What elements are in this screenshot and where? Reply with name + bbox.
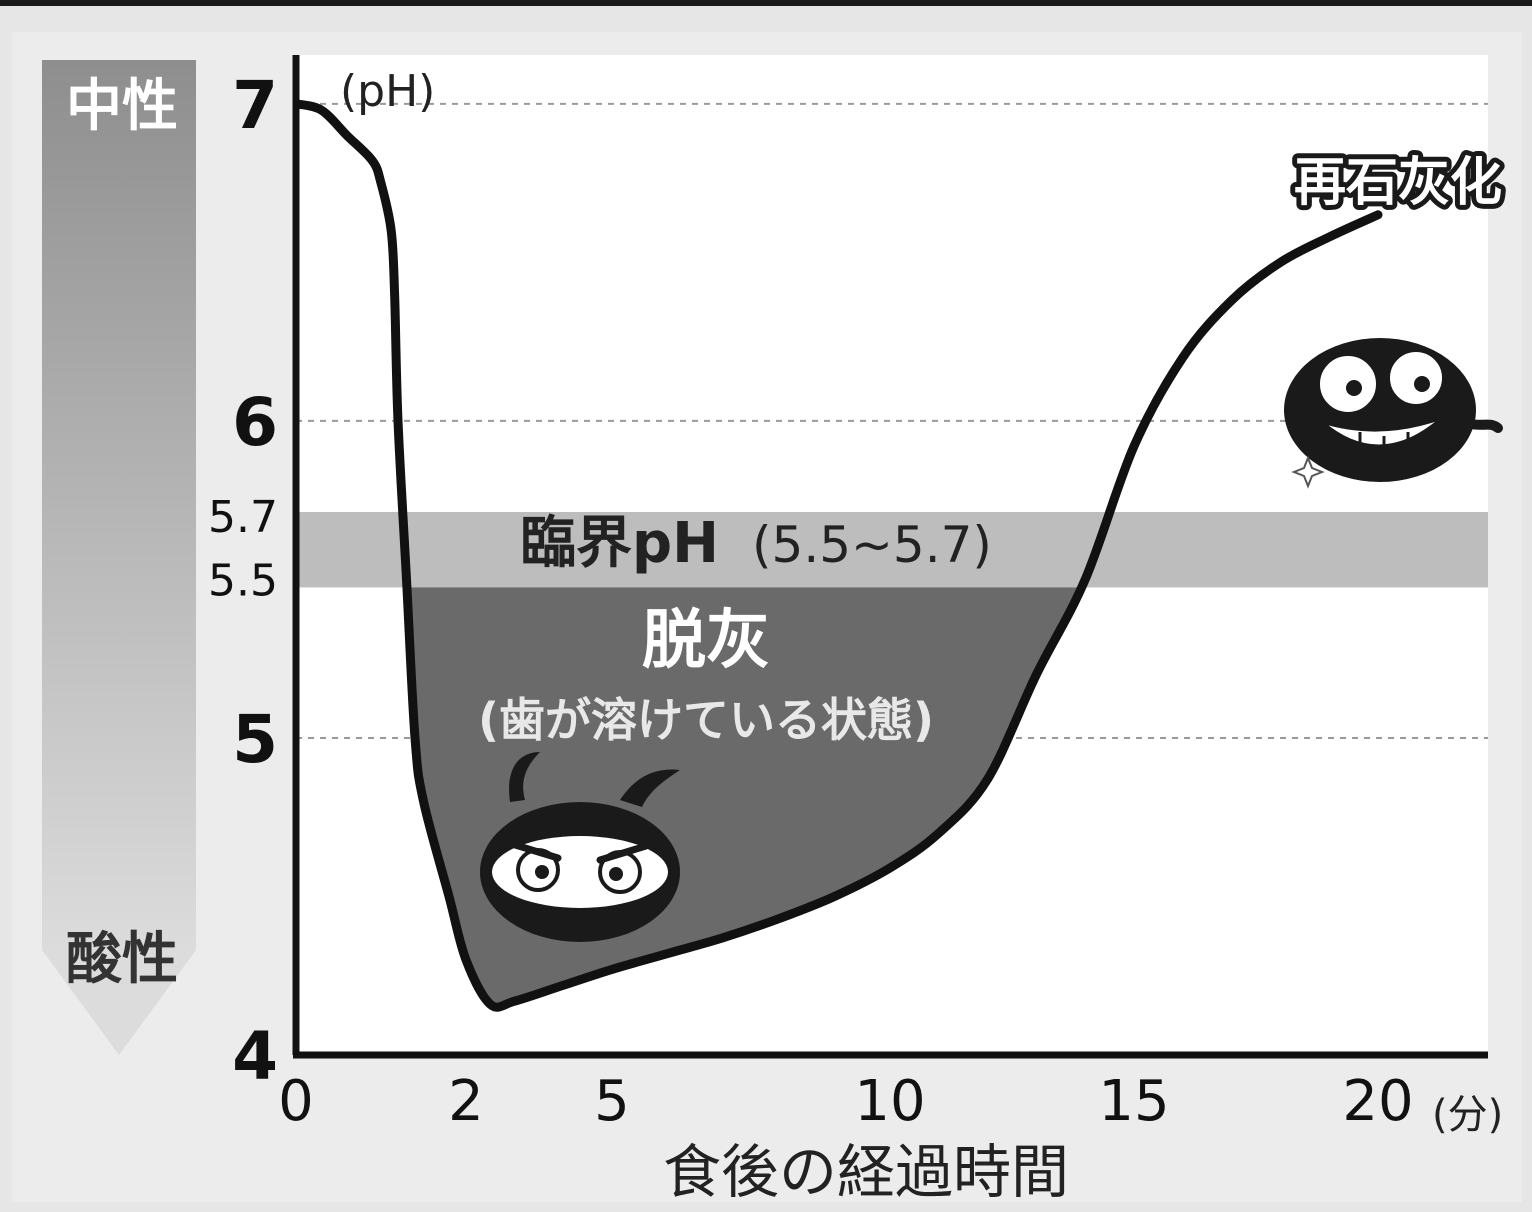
y-tick-label: 5.5 [208,555,278,606]
y-tick-label: 5.7 [208,492,278,543]
x-tick-label: 0 [278,1069,314,1134]
demineralization-note: (歯が溶けている状態) [478,693,934,747]
y-tick-label: 5 [232,701,278,778]
y-tick-label: 7 [232,67,278,144]
x-tick-label: 5 [594,1069,630,1134]
neutral-label: 中性 [66,74,178,139]
x-axis-title: 食後の経過時間 [663,1138,1069,1206]
x-tick-label: 2 [448,1069,484,1134]
x-tick-label: 15 [1098,1069,1169,1134]
top-border [0,0,1532,6]
angry-germ-mascot [480,752,680,942]
x-tick-label: 20 [1342,1069,1413,1134]
x-tick-labels: 0 2 5 10 15 20 [278,1069,1413,1134]
y-tick-label: 6 [232,384,278,461]
y-tick-labels: 7 6 5.7 5.5 5 4 [208,67,278,1095]
ph-curve [296,99,1383,1012]
acidity-scale-arrow [42,60,196,1055]
ph-curve-line [296,99,1383,1012]
y-tick-label: 4 [232,1018,278,1095]
y-unit-label: (pH) [340,66,435,117]
critical-band-rect [296,511,1488,588]
acidic-label: 酸性 [66,927,178,992]
critical-ph-label: 臨界pH [520,511,719,576]
happy-tooth-mascot [1284,338,1503,482]
remineralization-label: 再石灰化 [1294,153,1502,213]
x-unit-label: (分) [1432,1092,1503,1138]
critical-ph-range: (5.5~5.7) [752,516,992,574]
demineralization-label: 脱灰 [642,604,770,678]
axes [292,55,1488,1059]
x-tick-label: 10 [854,1069,925,1134]
critical-ph-band [296,511,1488,588]
sparkle-icon [1291,455,1325,489]
